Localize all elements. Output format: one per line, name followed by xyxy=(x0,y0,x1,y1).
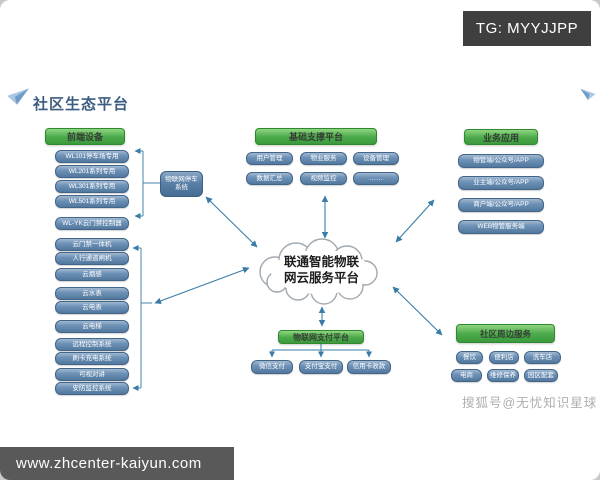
device-box: WL201系列专用 xyxy=(55,165,129,178)
device-box: 云门禁一体机 xyxy=(55,238,129,251)
service-box: 便利店 xyxy=(489,351,519,364)
payment-box: 微信支付 xyxy=(251,360,293,374)
module-box: 视频监控 xyxy=(300,172,347,185)
module-box: 设备管理 xyxy=(353,152,399,165)
cloud-platform-label: 联通智能物联 网云服务平台 xyxy=(264,254,379,286)
bracket-front-devices-top xyxy=(134,148,160,219)
paper-plane-icon xyxy=(7,88,29,105)
app-box: 商户端/公众号/APP xyxy=(458,198,544,212)
footer-url-bar: www.zhcenter-kaiyun.com xyxy=(0,447,234,480)
device-box: 云电梯 xyxy=(55,320,129,333)
tg-badge: TG: MYYJJPP xyxy=(463,11,591,46)
paper-plane-icon xyxy=(580,88,596,100)
app-box: 物管端/公众号/APP xyxy=(458,154,544,168)
bracket-front-devices-bottom xyxy=(132,245,152,391)
device-box: 云电表 xyxy=(55,301,129,314)
device-box: 人行通道闸机 xyxy=(55,252,129,265)
device-box: 刷卡充电系统 xyxy=(55,352,129,365)
device-box: WL301系列专用 xyxy=(55,180,129,193)
module-box: 物业服务 xyxy=(300,152,347,165)
device-box: WL101停车场专用 xyxy=(55,150,129,163)
service-box: 餐饮 xyxy=(456,351,483,364)
section-header-base-platform: 基础支撑平台 xyxy=(255,128,377,145)
device-box: 远程控制系统 xyxy=(55,338,129,351)
watermark-text: 搜狐号@无忧知识星球 xyxy=(462,396,598,410)
section-header-business-apps: 业务应用 xyxy=(464,129,538,145)
service-box: 园区配套 xyxy=(524,369,558,382)
payment-box: 支付宝支付 xyxy=(299,360,343,374)
payment-connector xyxy=(269,344,372,358)
parking-system-box: 物联网停车系统 xyxy=(160,171,203,197)
module-box: 用户管理 xyxy=(246,152,293,165)
cloud-label-line1: 联通智能物联 xyxy=(283,255,359,269)
device-box: 安防监控系统 xyxy=(55,382,129,395)
footer-url-text: www.zhcenter-kaiyun.com xyxy=(16,455,202,472)
service-box: 维修保养 xyxy=(487,369,519,382)
app-box: WEB物管服务端 xyxy=(458,220,544,234)
device-box: 云烟感 xyxy=(55,268,129,281)
service-box: 洗车店 xyxy=(524,351,561,364)
section-header-payment-platform: 物联网支付平台 xyxy=(278,330,364,344)
page-title: 社区生态平台 xyxy=(33,96,130,113)
app-box: 业主端/公众号/APP xyxy=(458,176,544,190)
device-box: WL501系列专用 xyxy=(55,195,129,208)
module-box: …… xyxy=(353,172,399,185)
module-box: 数据汇总 xyxy=(246,172,293,185)
section-header-front-devices: 前端设备 xyxy=(45,128,125,145)
payment-box: 信用卡收款 xyxy=(347,360,391,374)
device-box: 云水表 xyxy=(55,287,129,300)
cloud-label-line2: 网云服务平台 xyxy=(283,271,359,285)
device-box: WL-YK云门禁控制器 xyxy=(55,217,129,230)
service-box: 电商 xyxy=(451,369,482,382)
device-box: 可视对讲 xyxy=(55,368,129,381)
section-header-community-services: 社区周边服务 xyxy=(456,324,555,343)
